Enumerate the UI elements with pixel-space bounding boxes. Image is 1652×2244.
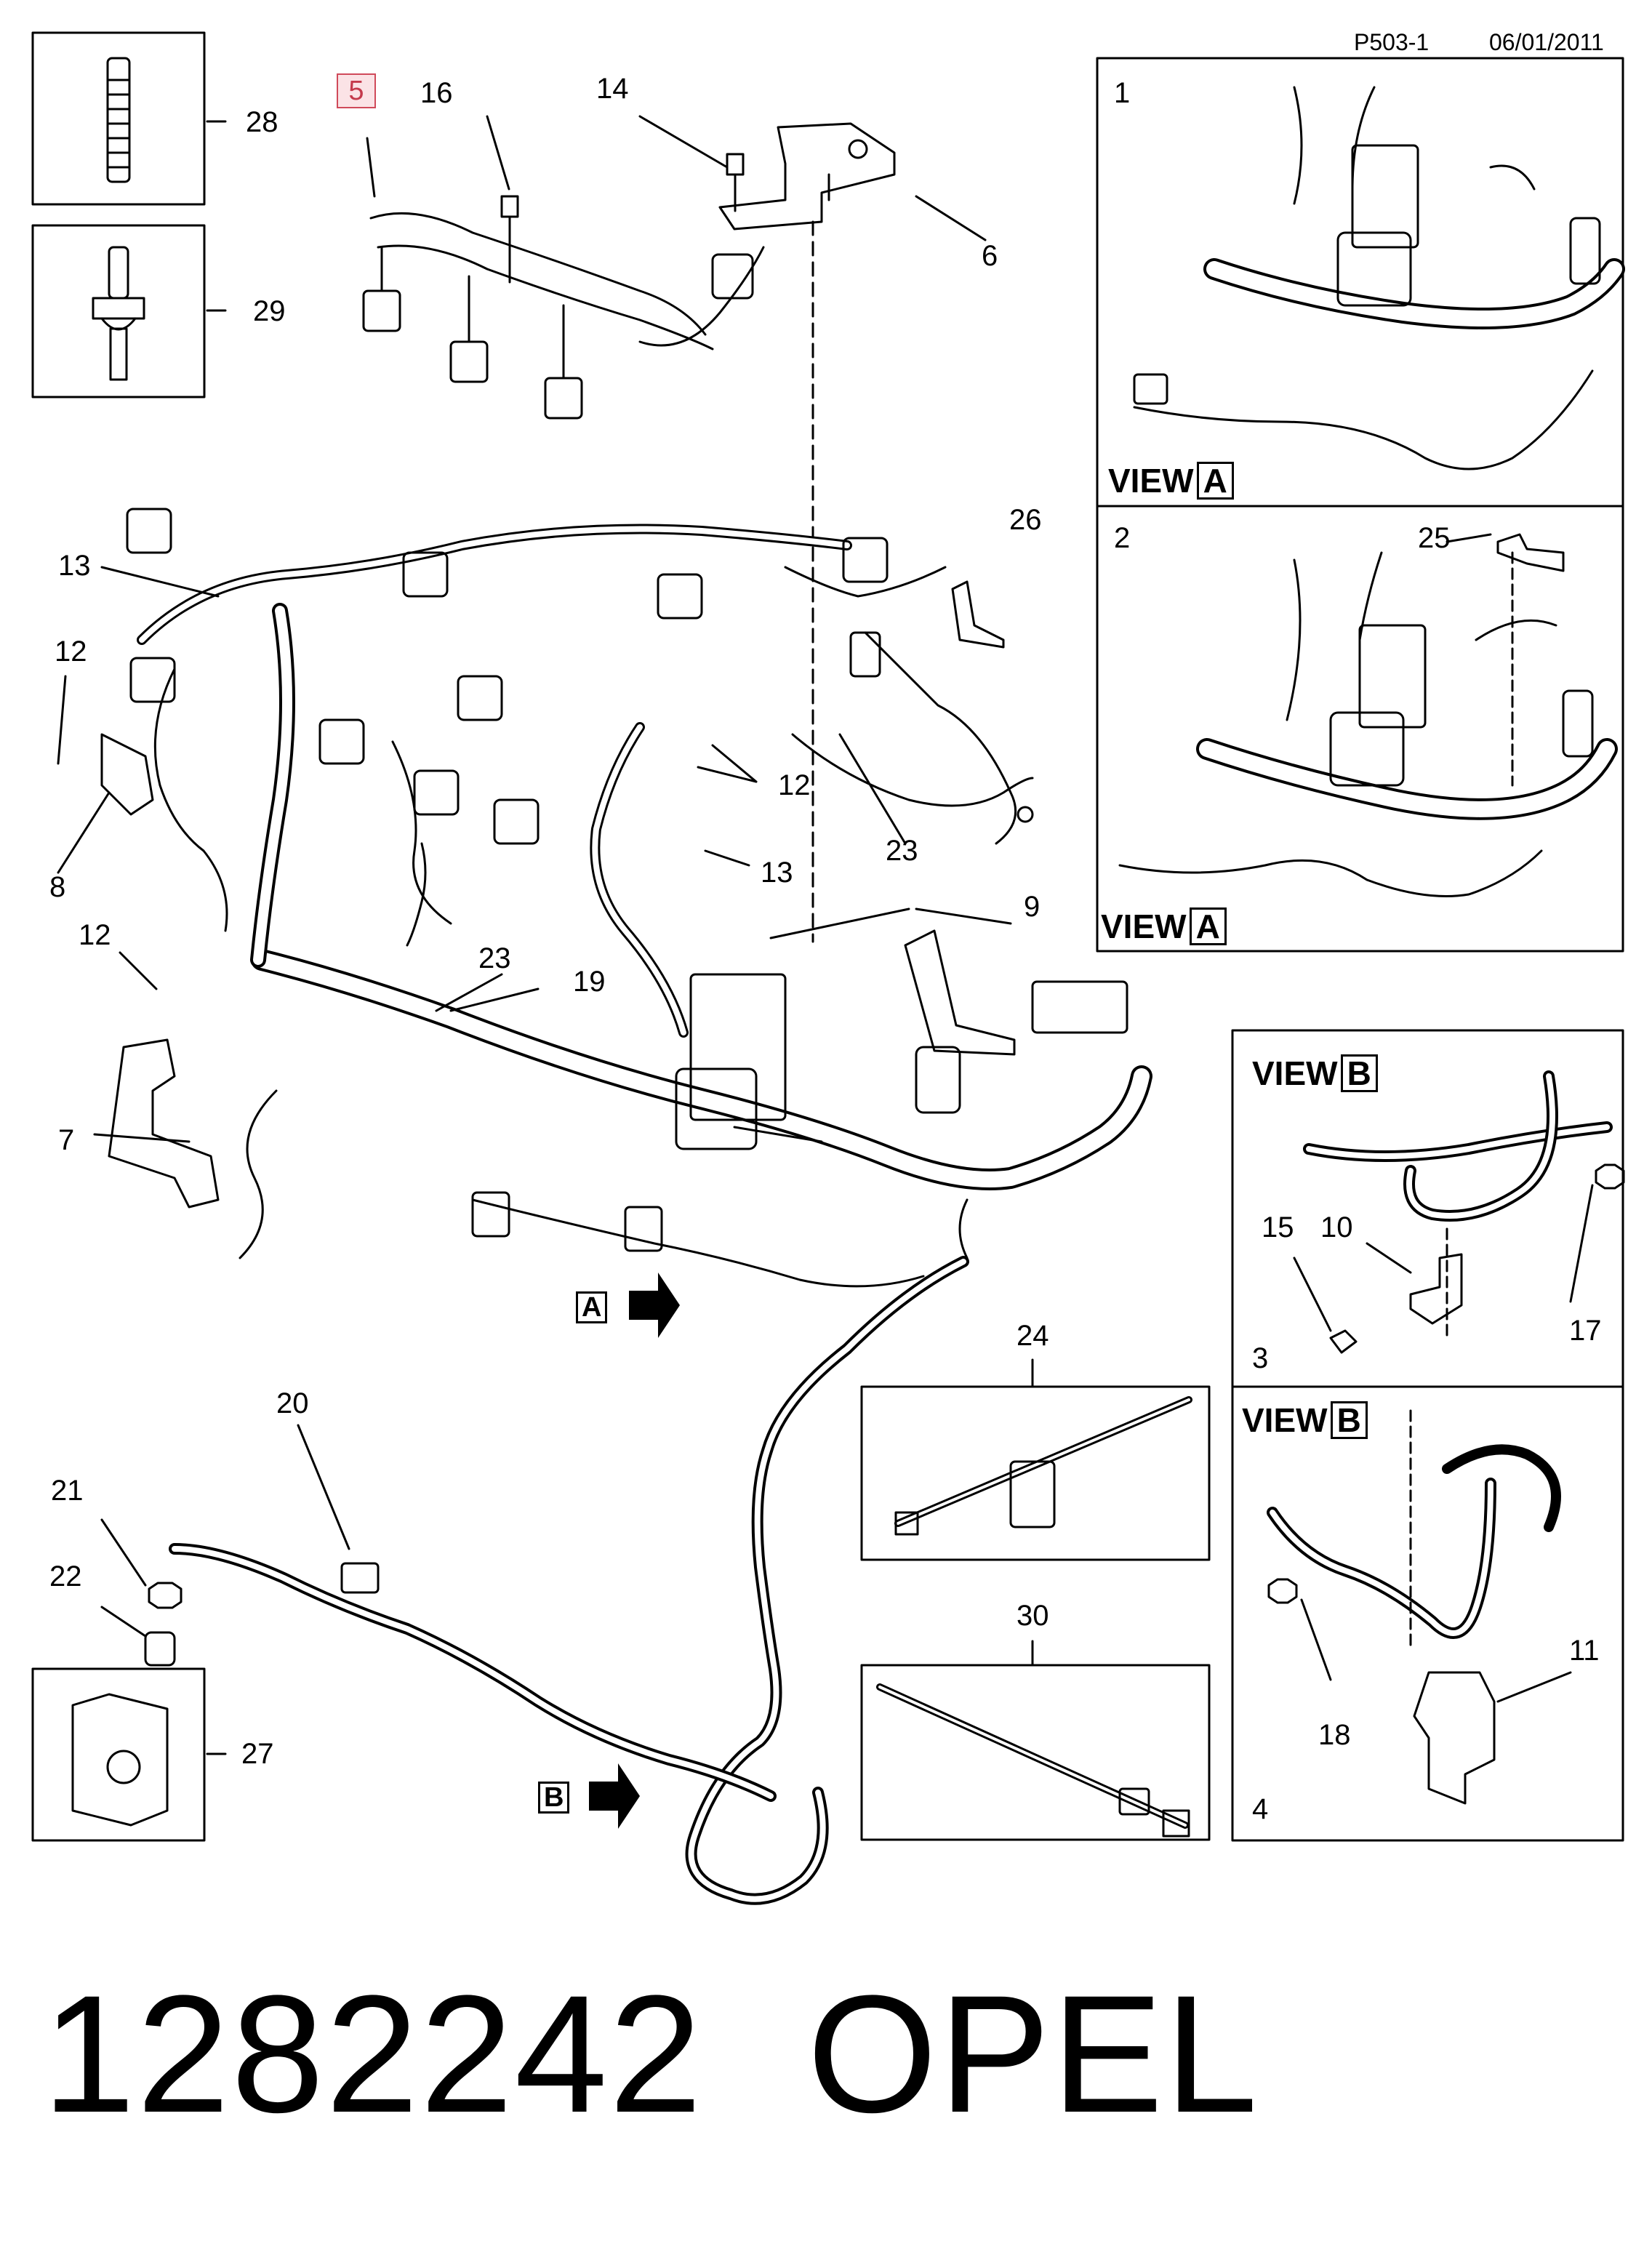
part-29-box [31, 224, 206, 398]
callout-21: 21 [51, 1475, 84, 1507]
bracket-26-icon [951, 580, 1005, 649]
callout-14: 14 [596, 73, 629, 105]
part-28-box [31, 31, 206, 206]
view-a-detail-1 [1133, 86, 1625, 470]
panel-2-number: 2 [1114, 522, 1131, 554]
panel-1-number: 1 [1114, 77, 1131, 109]
callout-6: 6 [982, 240, 998, 272]
part-24-box [860, 1385, 1211, 1561]
view-a-detail-2 [1118, 533, 1618, 897]
callout-25: 25 [1418, 522, 1451, 554]
stud-28-icon [106, 57, 131, 183]
view-b-panel-4 [1231, 1385, 1624, 1842]
view-b-detail-3 [1293, 1070, 1625, 1354]
drawing-ref: P503-1 [1354, 29, 1430, 55]
stud-29-icon [92, 246, 145, 381]
arrow-b-icon [589, 1763, 640, 1829]
callout-30: 30 [1017, 1600, 1049, 1632]
bracket-8-icon [100, 733, 154, 816]
callout-23-right: 23 [886, 835, 918, 867]
battery-cable [169, 1256, 969, 1905]
bracket-9-icon [904, 929, 1016, 1056]
callout-12-upper: 12 [55, 636, 87, 668]
arrow-a-icon [629, 1273, 680, 1338]
panel-4-number: 4 [1252, 1793, 1269, 1825]
leaders-top [366, 115, 987, 241]
callout-28: 28 [246, 106, 278, 138]
brand-name: OPEL [807, 1960, 1259, 2147]
callout-26: 26 [1009, 504, 1042, 536]
callout-7: 7 [58, 1124, 75, 1156]
panel-3-number: 3 [1252, 1342, 1269, 1374]
bolt-16-icon [500, 195, 519, 284]
callout-9: 9 [1024, 891, 1040, 923]
callout-16: 16 [420, 77, 453, 109]
leader-28-29 [206, 120, 227, 312]
callout-27: 27 [241, 1738, 274, 1770]
clip-27-icon [71, 1693, 169, 1827]
cable-tie-24-icon [894, 1396, 1192, 1536]
callout-10: 10 [1320, 1211, 1353, 1243]
callout-13-upper: 13 [58, 550, 91, 582]
callout-29: 29 [253, 295, 286, 327]
bracket-6-icon [718, 122, 896, 231]
main-engine-harness [126, 508, 1152, 1288]
injector-harness-5 [362, 212, 765, 420]
callout-22: 22 [49, 1560, 82, 1592]
ground-cable-23b [406, 842, 427, 947]
callout-23-left: 23 [478, 942, 511, 974]
callout-11: 11 [1569, 1635, 1600, 1667]
callout-18: 18 [1318, 1719, 1351, 1751]
arrow-b-label: B [538, 1782, 570, 1814]
cap-22-icon [144, 1631, 176, 1667]
nut-21-icon [148, 1582, 183, 1609]
callout-12-center: 12 [778, 769, 811, 801]
callout-8: 8 [49, 871, 66, 903]
leaders-battery [100, 1424, 350, 1638]
callout-20: 20 [276, 1387, 309, 1419]
callout-15: 15 [1262, 1211, 1294, 1243]
callout-13-center: 13 [761, 857, 793, 889]
callout-19: 19 [573, 966, 606, 998]
ground-cable-23a [791, 733, 1034, 807]
part-30-box [860, 1664, 1211, 1841]
arrow-a-label: A [576, 1291, 608, 1323]
bolt-14-icon [726, 153, 745, 212]
part-27-box [31, 1667, 206, 1842]
cable-tie-30-icon [876, 1683, 1190, 1838]
view-b-detail-4 [1267, 1409, 1572, 1805]
callout-17: 17 [1569, 1315, 1602, 1347]
drawing-date: 06/01/2011 [1489, 29, 1604, 55]
callout-24: 24 [1017, 1320, 1049, 1352]
part-number: 1282242 [42, 1960, 704, 2147]
callout-12-lower: 12 [79, 919, 111, 951]
callout-5-highlighted[interactable]: 5 [337, 73, 376, 108]
bracket-7-icon [108, 1038, 220, 1209]
view-a-panel-2 [1096, 505, 1624, 953]
